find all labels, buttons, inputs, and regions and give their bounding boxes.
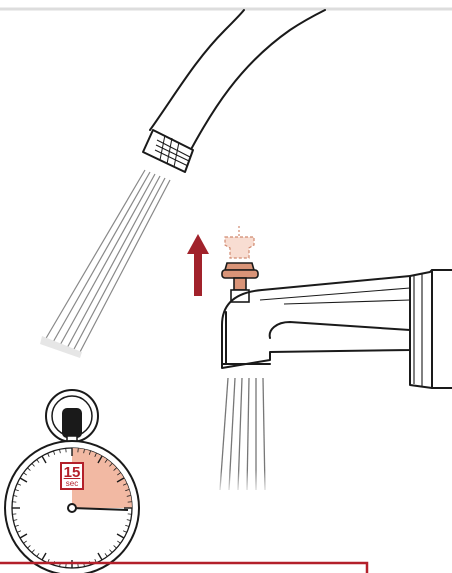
stream-fade <box>216 470 270 494</box>
up-arrow-icon <box>187 234 209 296</box>
timer-tick <box>14 489 19 492</box>
timer-tick <box>126 495 131 497</box>
timer-tick <box>31 463 35 467</box>
timer-tick <box>113 545 117 549</box>
diverter-knob-icon <box>221 226 259 303</box>
timer-duration-unit: sec <box>65 479 79 488</box>
timer-tick <box>59 449 61 454</box>
timer-tick <box>122 483 127 486</box>
timer-tick <box>109 549 113 553</box>
timer-tick <box>19 533 28 539</box>
timer-tick <box>13 519 18 521</box>
timer-tick <box>104 553 108 557</box>
timer-tick <box>125 489 130 492</box>
timer-duration-label: 15 sec <box>60 462 84 490</box>
timer-tick <box>31 549 35 553</box>
timer-tick <box>17 530 22 533</box>
stopwatch-icon <box>4 389 140 573</box>
timer-tick <box>97 552 103 561</box>
timer-tick <box>41 552 47 561</box>
timer-tick <box>19 477 28 483</box>
timer-tick <box>97 455 103 464</box>
timer-tick <box>14 524 19 527</box>
timer-tick <box>122 530 127 533</box>
timer-hand <box>71 507 129 511</box>
timer-tick <box>47 453 50 458</box>
timer-pivot <box>67 503 77 513</box>
spray-fade <box>40 336 82 358</box>
hand-shower-icon <box>142 9 326 173</box>
timer-tick <box>17 483 22 486</box>
timer-tick <box>36 459 40 463</box>
timer-tick <box>27 545 31 549</box>
timer-tick <box>104 459 108 463</box>
timer-tick <box>116 477 125 483</box>
timer-tick <box>117 472 121 476</box>
hand-shower-water-stream <box>44 169 171 353</box>
timer-tick <box>23 540 27 544</box>
timer-tick <box>27 467 31 471</box>
timer-tick <box>117 540 121 544</box>
timer-tick <box>83 449 85 454</box>
timer-tick <box>116 533 125 539</box>
timer-elapsed-wedge <box>72 448 132 508</box>
timer-duration-value: 15 <box>63 464 81 481</box>
timer-tick <box>109 463 113 467</box>
timer-tick <box>94 453 97 458</box>
timer-tick <box>53 450 56 455</box>
timer-tick <box>125 524 130 527</box>
timer-tick <box>23 472 27 476</box>
timer-tick <box>41 455 47 464</box>
timer-tick <box>13 495 18 497</box>
timer-tick <box>36 553 40 557</box>
tub-spout-icon <box>221 269 452 389</box>
timer-tick <box>113 467 117 471</box>
timer-tick <box>126 519 131 521</box>
timer-tick <box>88 450 91 455</box>
bottom-frame-line <box>0 561 369 573</box>
